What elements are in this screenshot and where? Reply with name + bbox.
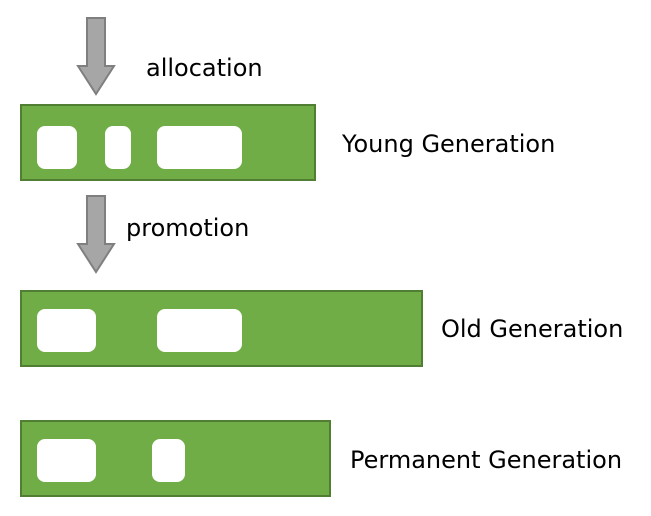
allocation-label: allocation <box>146 54 263 82</box>
permanent-object-block <box>152 439 185 482</box>
allocation-arrow-icon <box>76 16 116 96</box>
young-object-block <box>157 126 242 169</box>
young-object-block <box>105 126 131 169</box>
young-object-block <box>37 126 77 169</box>
permanent-object-block <box>37 439 96 482</box>
permanent-generation-label: Permanent Generation <box>350 446 623 474</box>
permanent-generation-bar <box>20 420 331 497</box>
promotion-arrow-icon <box>76 194 116 274</box>
young-generation-label: Young Generation <box>342 130 556 158</box>
old-object-block <box>157 309 242 352</box>
young-generation-bar <box>20 104 316 181</box>
promotion-label: promotion <box>126 214 250 242</box>
old-object-block <box>37 309 96 352</box>
old-generation-bar <box>20 290 423 367</box>
old-generation-label: Old Generation <box>441 315 624 343</box>
